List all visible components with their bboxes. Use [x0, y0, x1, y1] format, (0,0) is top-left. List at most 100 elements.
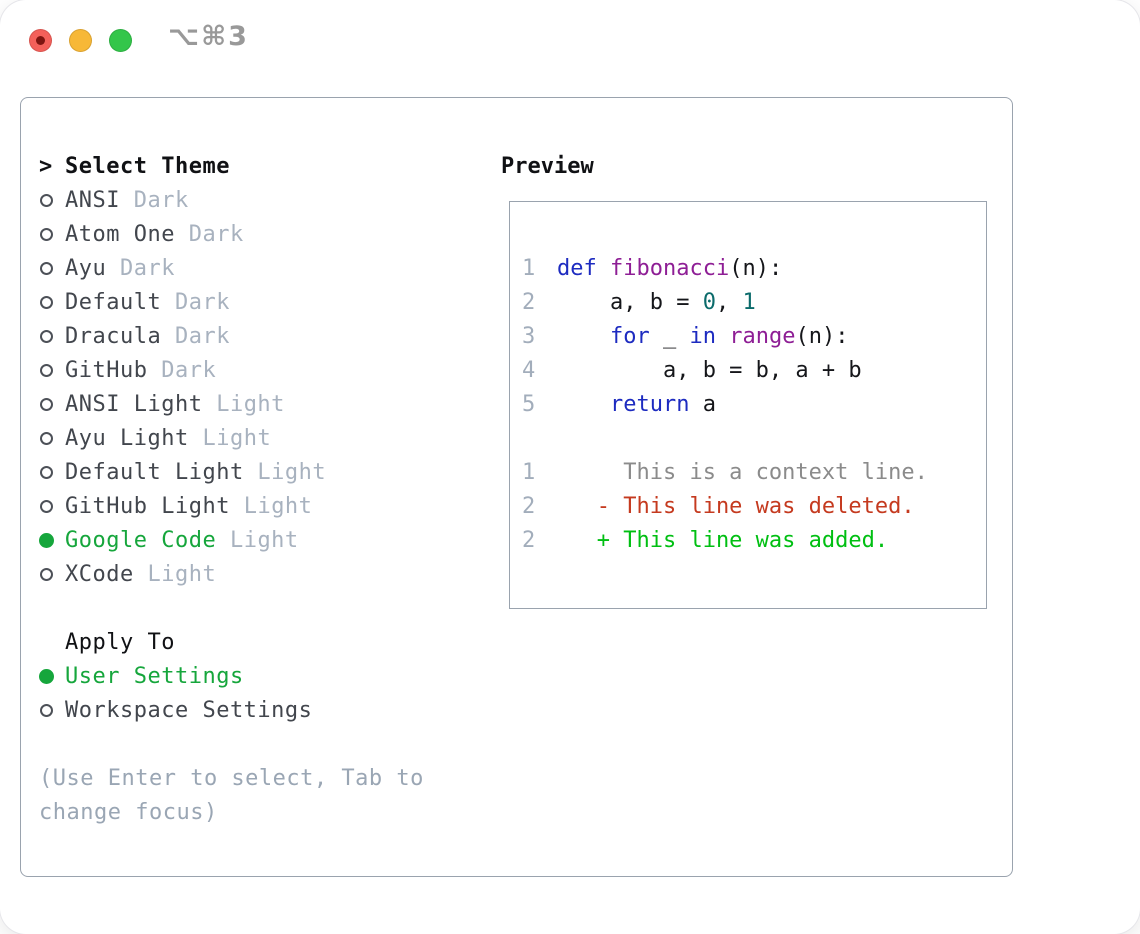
option-variant-label: Light: [216, 527, 299, 553]
theme-option-ansi[interactable]: ANSI Dark: [39, 183, 489, 217]
spacer: [39, 591, 489, 625]
code-content: - This line was deleted.: [557, 493, 915, 519]
code-content: + This line was added.: [557, 527, 889, 553]
preview-line: [510, 421, 986, 455]
code-content: def fibonacci(n):: [557, 255, 783, 281]
theme-option-ayu-light[interactable]: Ayu Light Light: [39, 421, 489, 455]
theme-option-atom-one[interactable]: Atom One Dark: [39, 217, 489, 251]
code-content: This is a context line.: [557, 459, 928, 485]
radio-icon[interactable]: [40, 295, 53, 309]
radio-icon[interactable]: [40, 431, 53, 445]
radio-icon[interactable]: [40, 329, 53, 343]
option-label: User Settings: [65, 663, 244, 689]
window-title: ⌥⌘3: [168, 21, 249, 52]
theme-option-github[interactable]: GitHub Dark: [39, 353, 489, 387]
radio-selected-icon[interactable]: [39, 668, 54, 684]
preview-line: 3 for _ in range(n):: [510, 319, 986, 353]
line-number: 3: [522, 323, 536, 349]
theme-option-github-light[interactable]: GitHub Light Light: [39, 489, 489, 523]
radio-icon[interactable]: [40, 499, 53, 513]
option-label: Default Light: [65, 459, 244, 485]
theme-option-default-light[interactable]: Default Light Light: [39, 455, 489, 489]
code-content: for _ in range(n):: [609, 323, 849, 349]
radio-icon[interactable]: [40, 397, 53, 411]
selection-prompt-icon: >: [39, 153, 53, 179]
preview-line: 1 def fibonacci(n):: [510, 251, 986, 285]
minimize-button[interactable]: [69, 29, 92, 52]
line-number: 1: [522, 255, 536, 281]
option-variant-label: Light: [188, 425, 272, 451]
apply-to-title: Apply To: [65, 629, 175, 655]
line-number: 2: [522, 527, 536, 553]
maximize-button[interactable]: [109, 29, 132, 52]
window-titlebar[interactable]: ⌥⌘3: [0, 0, 1140, 97]
spacer: [39, 727, 489, 761]
option-label: Google Code: [65, 527, 217, 553]
line-number: 2: [522, 493, 536, 519]
option-variant-label: Light: [133, 561, 217, 587]
radio-icon[interactable]: [40, 261, 53, 275]
option-label: Default: [65, 289, 162, 315]
preview-line: 5 return a: [510, 387, 986, 421]
radio-icon[interactable]: [40, 567, 53, 581]
preview-line: 2 a, b = 0, 1: [510, 285, 986, 319]
apply-to-header-row: Apply To: [39, 625, 489, 659]
record-dot-icon: [36, 36, 45, 45]
line-number: 4: [522, 357, 536, 383]
option-variant-label: Dark: [147, 357, 217, 383]
option-label: ANSI: [65, 187, 120, 213]
preview-title: Preview: [501, 153, 594, 179]
code-content: a, b = 0, 1: [557, 289, 756, 315]
radio-icon[interactable]: [40, 703, 53, 717]
line-number: 5: [522, 391, 536, 417]
code-content: return a: [609, 391, 716, 417]
option-variant-label: Light: [229, 493, 313, 519]
option-variant-label: Dark: [119, 187, 189, 213]
option-label: ANSI Light: [65, 391, 203, 417]
option-variant-label: Dark: [174, 221, 244, 247]
theme-option-ayu[interactable]: Ayu Dark: [39, 251, 489, 285]
option-variant-label: Dark: [106, 255, 175, 281]
option-variant-label: Light: [202, 391, 285, 417]
hint-text-line2: change focus): [39, 799, 218, 825]
option-label: Workspace Settings: [65, 697, 313, 723]
option-label: Ayu Light: [65, 425, 189, 451]
preview-line: 2 + This line was added.: [510, 523, 986, 557]
theme-option-dracula[interactable]: Dracula Dark: [39, 319, 489, 353]
option-label: XCode: [65, 561, 134, 587]
radio-icon[interactable]: [40, 465, 53, 479]
select-theme-title: Select Theme: [65, 153, 230, 179]
option-label: Ayu: [65, 255, 107, 281]
theme-option-xcode[interactable]: XCode Light: [39, 557, 489, 591]
theme-option-ansi-light[interactable]: ANSI Light Light: [39, 387, 489, 421]
theme-option-google-code[interactable]: Google Code Light: [39, 523, 489, 557]
option-label: Atom One: [65, 221, 175, 247]
close-button[interactable]: [29, 29, 52, 52]
preview-line: 2 - This line was deleted.: [510, 489, 986, 523]
code-content: a, b = b, a + b: [557, 357, 862, 383]
radio-icon[interactable]: [40, 193, 53, 207]
radio-icon[interactable]: [40, 227, 53, 241]
option-label: Dracula: [65, 323, 162, 349]
apply-option-user-settings[interactable]: User Settings: [39, 659, 489, 693]
theme-option-default[interactable]: Default Dark: [39, 285, 489, 319]
option-label: GitHub Light: [65, 493, 230, 519]
apply-option-workspace-settings[interactable]: Workspace Settings: [39, 693, 489, 727]
option-variant-label: Dark: [161, 323, 230, 349]
line-number: 2: [522, 289, 536, 315]
radio-icon[interactable]: [40, 363, 53, 377]
option-variant-label: Dark: [161, 289, 230, 315]
select-theme-header-row: > Select Theme: [39, 149, 489, 183]
line-number: 1: [522, 459, 536, 485]
option-label: GitHub: [65, 357, 148, 383]
hint-text-line1: (Use Enter to select, Tab to: [39, 765, 424, 791]
option-variant-label: Light: [243, 459, 327, 485]
preview-line: 1 This is a context line.: [510, 455, 986, 489]
radio-selected-icon[interactable]: [39, 532, 54, 548]
